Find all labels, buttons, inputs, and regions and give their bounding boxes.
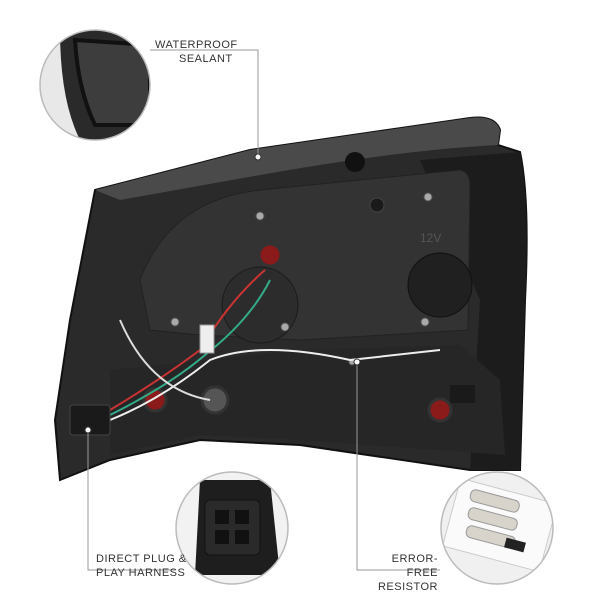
bulb-sockets — [142, 242, 453, 423]
callout-line: DIRECT PLUG & — [96, 553, 187, 565]
callout-line: SEALANT — [179, 53, 233, 65]
callout-line: PLAY HARNESS — [96, 567, 186, 579]
callout-line: ERROR-FREE — [391, 553, 438, 579]
harness-plug — [69, 404, 111, 436]
callout-line: RESISTOR — [377, 581, 438, 593]
sealant-inset — [40, 30, 150, 140]
voltage-label: 12V — [420, 231, 441, 245]
bulb-access-cover — [407, 252, 473, 318]
harness-inset — [176, 472, 288, 584]
callout-waterproof-sealant: WATERPROOF SEALANT — [155, 38, 238, 66]
callout-error-free-resistor: ERROR-FREE RESISTOR — [368, 552, 438, 594]
resistor-inset — [441, 472, 553, 584]
callout-direct-plug-harness: DIRECT PLUG & PLAY HARNESS — [96, 552, 187, 580]
callout-line: WATERPROOF — [155, 39, 238, 51]
connector — [199, 324, 215, 354]
